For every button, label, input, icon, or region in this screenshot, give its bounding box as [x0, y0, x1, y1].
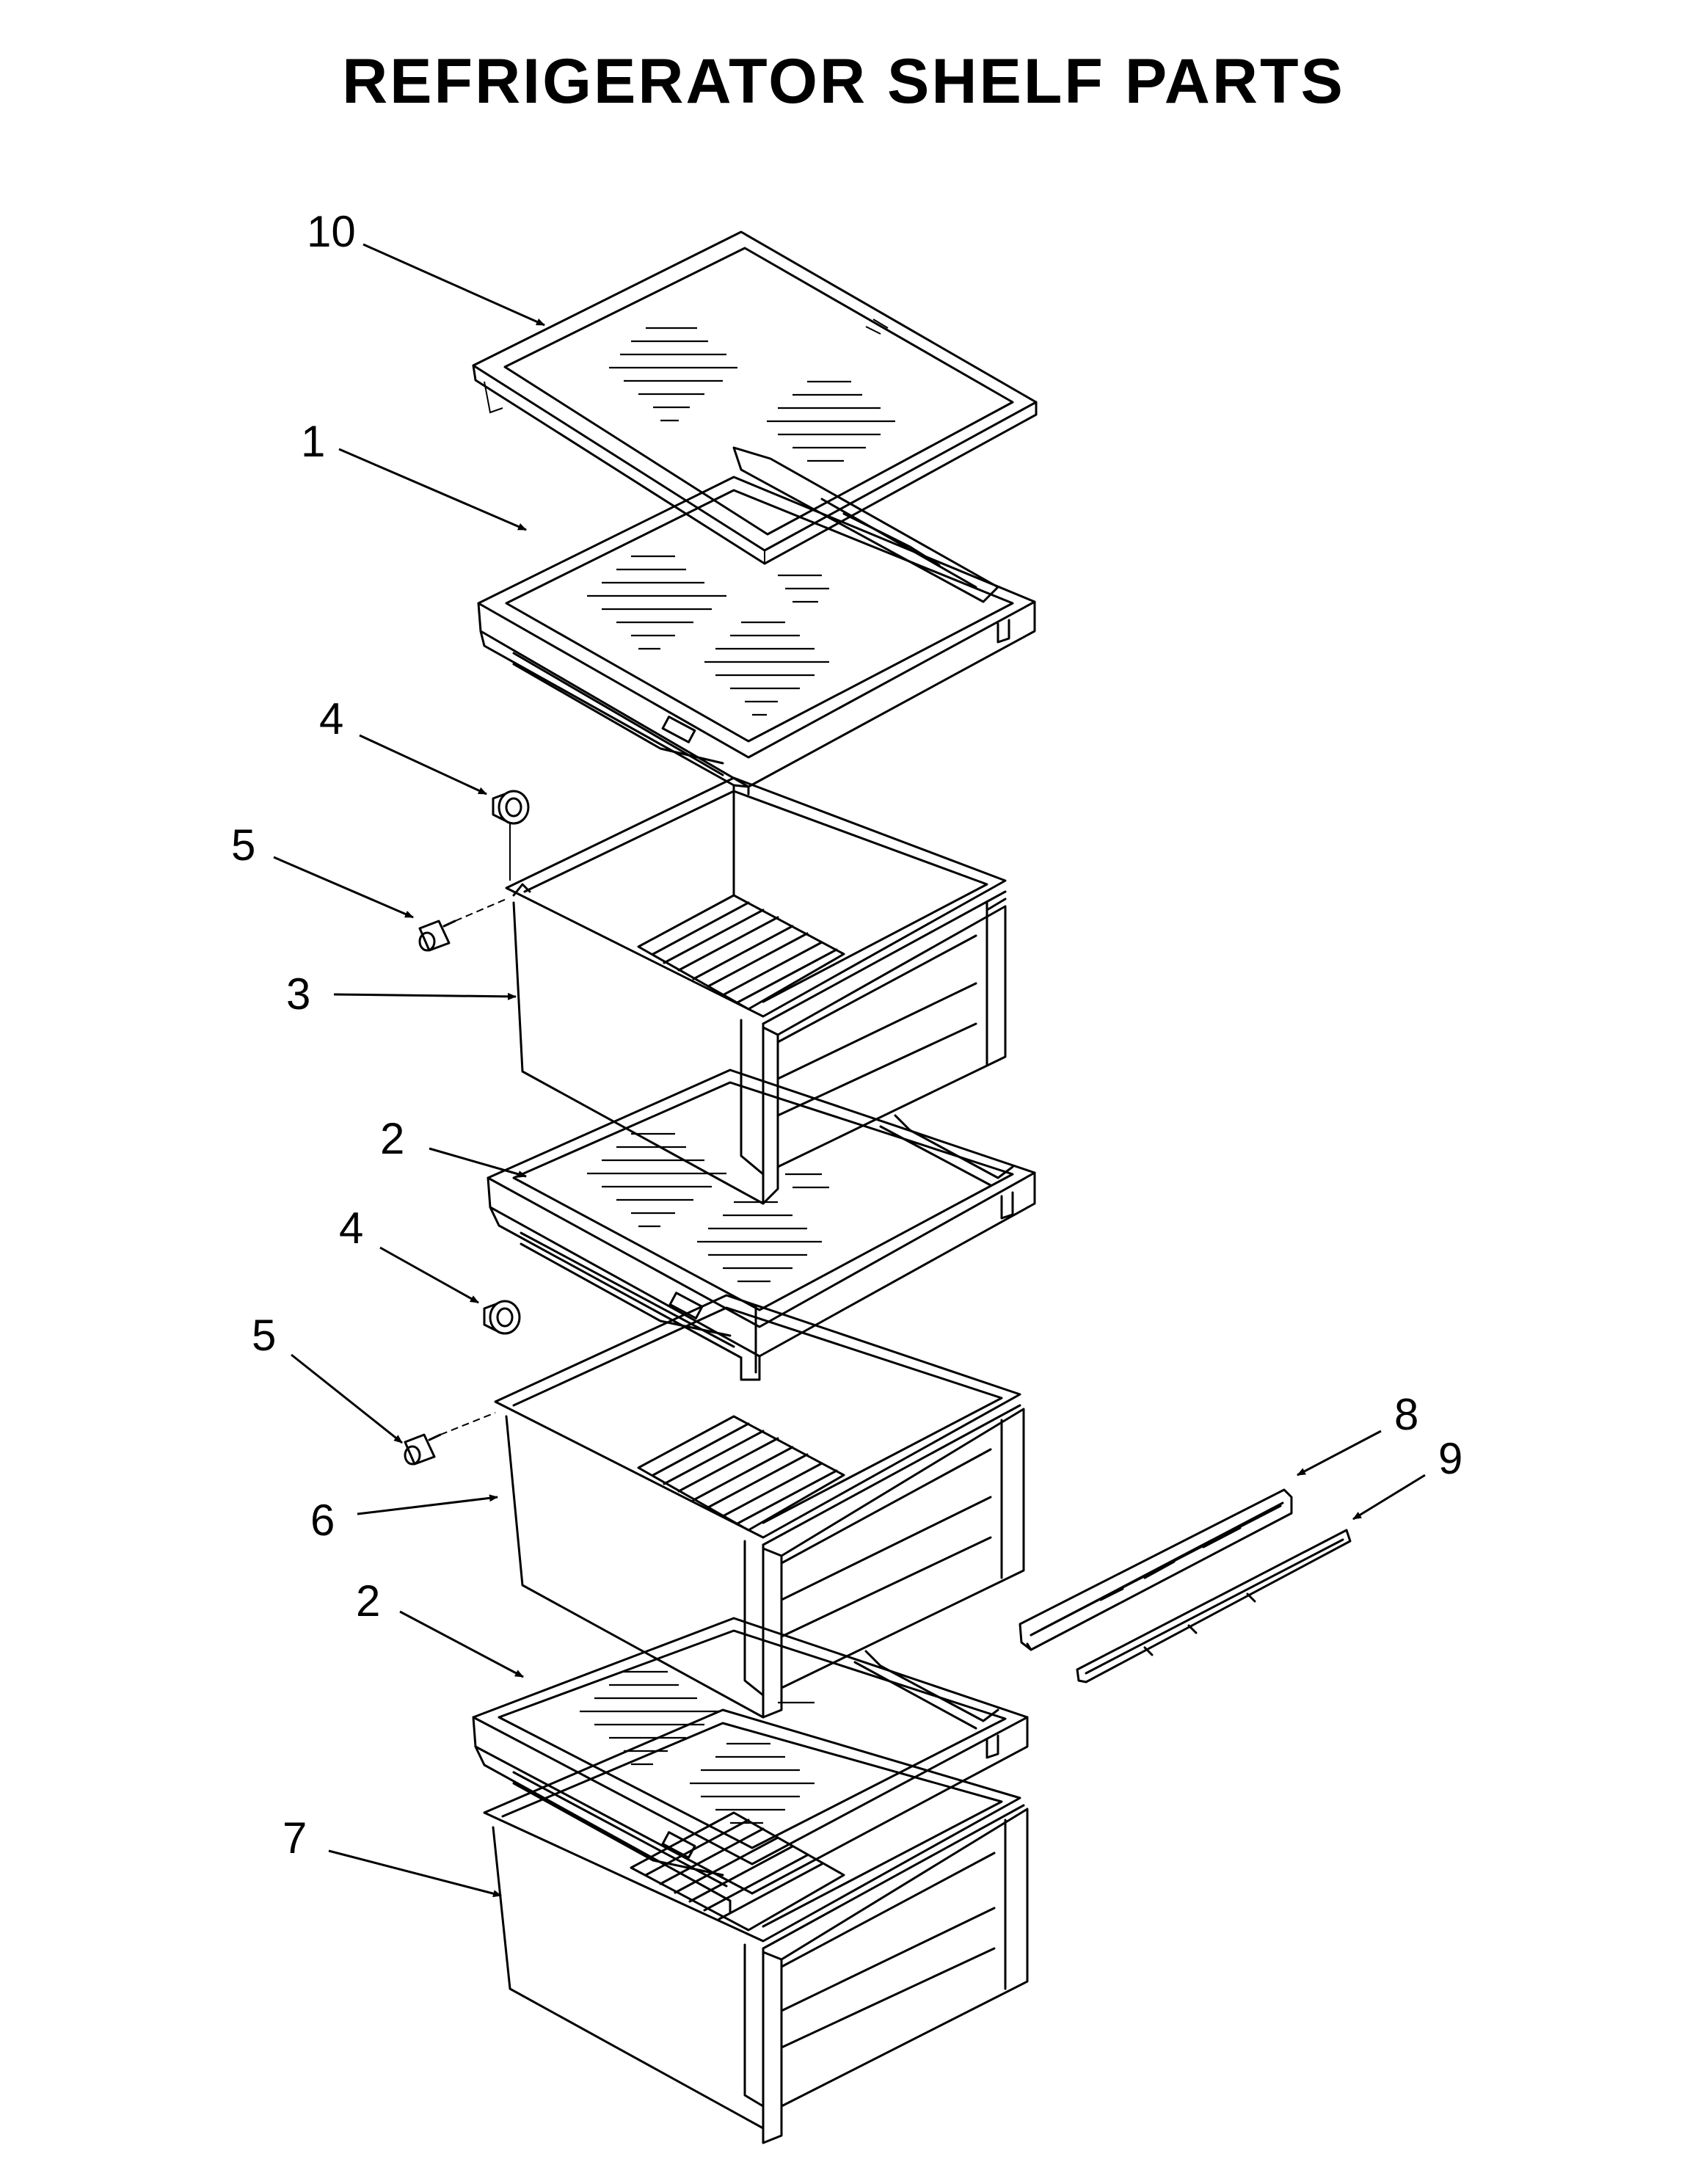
part-7-bottom-drawer — [483, 1708, 1029, 2144]
callout-3: 3 — [286, 969, 310, 1019]
callout-leaders — [273, 243, 1426, 1898]
part-5-axle-lower — [404, 1412, 496, 1466]
callout-2-lower: 2 — [356, 1576, 380, 1626]
part-8-slide-rail — [1019, 1488, 1293, 1651]
part-3-crisper-drawer — [505, 776, 1007, 1205]
callout-5-lower: 5 — [252, 1311, 276, 1360]
part-10-glass-shelf — [472, 230, 1038, 565]
callout-4-lower: 4 — [339, 1204, 363, 1253]
callout-8: 8 — [1394, 1390, 1418, 1439]
crisper-ribs-lower — [637, 1415, 845, 1532]
part-1-framed-shelf — [477, 446, 1036, 798]
part-2-framed-shelf-upper — [487, 1069, 1036, 1381]
callout-7: 7 — [283, 1813, 307, 1863]
part-4-roller-upper — [492, 790, 530, 881]
callout-4-upper: 4 — [319, 694, 343, 743]
part-6-crisper-drawer — [494, 1294, 1025, 1719]
callout-6: 6 — [310, 1496, 335, 1545]
callout-10: 10 — [307, 207, 356, 256]
part-2-framed-shelf-lower — [472, 1617, 1029, 1913]
part-4-roller-lower — [483, 1300, 521, 1335]
callout-labels: 10 1 4 5 3 2 4 5 8 9 6 2 7 — [231, 207, 1462, 1863]
diagram-title: REFRIGERATOR SHELF PARTS — [342, 46, 1345, 117]
callout-5-upper: 5 — [231, 820, 255, 870]
callout-1: 1 — [301, 417, 325, 466]
crisper-ribs-bottom — [630, 1811, 845, 1932]
crisper-ribs-upper — [637, 894, 845, 1011]
callout-2-upper: 2 — [380, 1114, 404, 1163]
callout-9: 9 — [1438, 1434, 1462, 1483]
part-9-slide-rail — [1076, 1529, 1352, 1684]
glass-reflection-lines — [609, 327, 895, 462]
part-5-axle-upper — [418, 898, 507, 952]
